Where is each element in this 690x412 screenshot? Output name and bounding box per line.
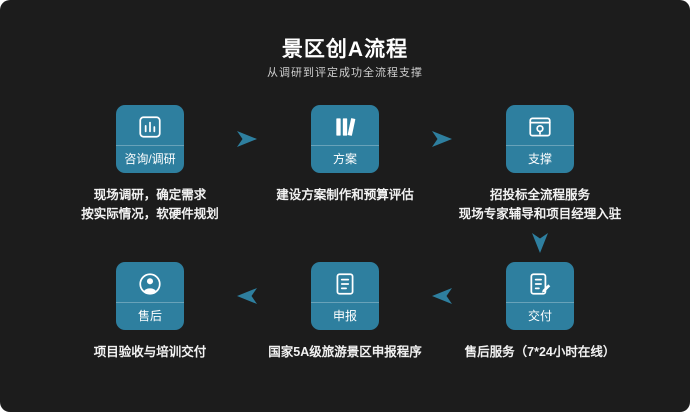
step-box-support: 支撑 <box>506 105 574 173</box>
step-box-plan: 方案 <box>311 105 379 173</box>
step-label: 申报 <box>311 302 379 330</box>
step-description: 建设方案制作和预算评估 <box>276 188 414 202</box>
step-label: 支撑 <box>506 145 574 173</box>
step-box-consult: 咨询/调研 <box>116 105 184 173</box>
step-description: 项目验收与培训交付 <box>93 345 207 359</box>
step-label: 咨询/调研 <box>116 145 184 173</box>
step-description: 国家5A级旅游景区申报程序 <box>268 345 422 359</box>
page-subtitle: 从调研到评定成功全流程支撑 <box>267 67 423 79</box>
bar-chart-icon <box>137 105 163 145</box>
step-application: 申报 国家5A级旅游景区申报程序 <box>240 262 450 362</box>
step-plan: 方案 建设方案制作和预算评估 <box>240 105 450 205</box>
browser-window-icon <box>527 105 553 145</box>
step-delivery: 交付 售后服务（7*24小时在线） <box>435 262 645 362</box>
step-consult: 咨询/调研 现场调研，确定需求 按实际情况，软硬件规划 <box>45 105 255 225</box>
step-box-application: 申报 <box>311 262 379 330</box>
support-person-icon <box>137 262 163 302</box>
step-label: 方案 <box>311 145 379 173</box>
step-box-aftersales: 售后 <box>116 262 184 330</box>
step-aftersales: 售后 项目验收与培训交付 <box>45 262 255 362</box>
arrow-left-icon <box>431 287 453 305</box>
document-pen-icon <box>527 262 553 302</box>
books-icon <box>332 105 358 145</box>
step-box-delivery: 交付 <box>506 262 574 330</box>
step-support: 支撑 招投标全流程服务 现场专家辅导和项目经理入驻 <box>435 105 645 225</box>
step-description: 售后服务（7*24小时在线） <box>464 345 616 359</box>
page-title: 景区创A流程 <box>281 38 409 61</box>
arrow-down-icon <box>529 233 551 253</box>
arrow-right-icon <box>236 130 258 148</box>
step-label: 交付 <box>506 302 574 330</box>
step-label: 售后 <box>116 302 184 330</box>
arrow-right-icon <box>431 130 453 148</box>
step-description: 招投标全流程服务 现场专家辅导和项目经理入驻 <box>458 188 622 222</box>
arrow-left-icon <box>236 287 258 305</box>
step-description: 现场调研，确定需求 按实际情况，软硬件规划 <box>81 188 219 222</box>
document-lines-icon <box>332 262 358 302</box>
